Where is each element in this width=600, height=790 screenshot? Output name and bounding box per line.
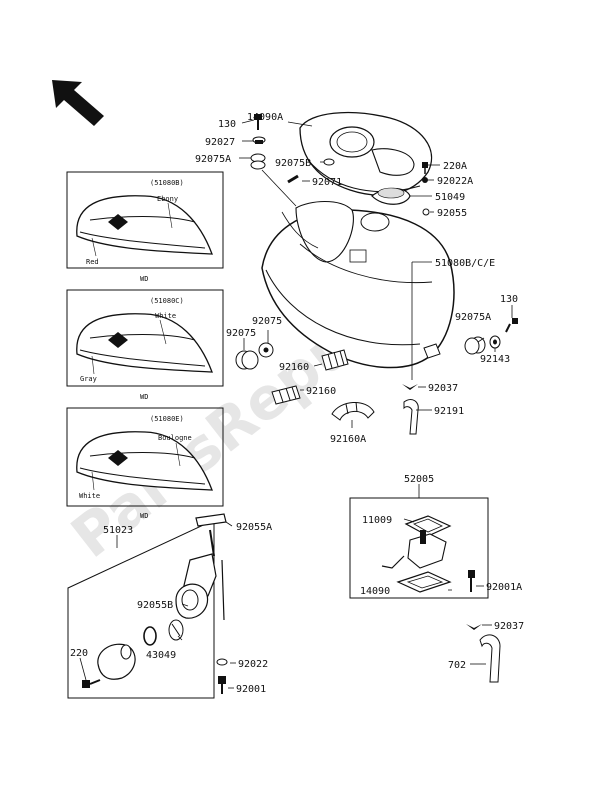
- screw-220A: [422, 162, 428, 174]
- hose-702: [479, 634, 501, 683]
- filter-43049: [168, 619, 184, 641]
- fuel-tank-side-icon: [76, 195, 213, 255]
- label-92075B: 92075B: [275, 158, 311, 169]
- grommet-92075A-right: [464, 336, 486, 355]
- market-code: WD: [140, 393, 148, 401]
- label-92022: 92022: [238, 659, 268, 670]
- damper-92075-right: [258, 342, 274, 358]
- label-92055B: 92055B: [137, 600, 173, 611]
- group-box-51023: [67, 519, 215, 699]
- color-variant-box-51080b: (51080B) Ebony Red: [66, 171, 224, 269]
- label-92037-mid: 92037: [428, 383, 458, 394]
- hose-92191: [403, 399, 419, 435]
- color-variant-box-51080e: (51080E) Boulogne White: [66, 407, 224, 507]
- label-14090: 14090: [360, 586, 390, 597]
- label-92143: 92143: [480, 354, 510, 365]
- instrument-cover-14090A: [299, 111, 433, 196]
- fuel-level-sensor: [381, 530, 447, 569]
- label-702: 702: [448, 660, 466, 671]
- label-92022A: 92022A: [437, 176, 473, 187]
- label-92075-left: 92075: [226, 328, 256, 339]
- screw-92001: [218, 676, 226, 694]
- label-51080: 51080B/C/E: [435, 258, 495, 269]
- variant-color-top: Ebony: [157, 195, 178, 203]
- label-92075-right: 92075: [252, 316, 282, 327]
- label-92027: 92027: [205, 137, 235, 148]
- label-220: 220: [70, 648, 88, 659]
- label-92055: 92055: [437, 208, 467, 219]
- damper-92160-b: [271, 385, 301, 405]
- clip-92037-mid: [402, 384, 418, 390]
- variant-color-bottom: White: [79, 492, 100, 500]
- washer-92027: [252, 136, 266, 144]
- label-92160A: 92160A: [330, 434, 366, 445]
- bolt-130-top: [254, 114, 262, 130]
- variant-color-top: Boulogne: [158, 434, 192, 442]
- leader-lines: [79, 119, 513, 689]
- label-92037-low: 92037: [494, 621, 524, 632]
- bolt-130-right: [505, 318, 518, 333]
- gasket-14090: [396, 571, 452, 593]
- fuel-tank-side-icon: [76, 313, 213, 373]
- damper-92160A: [331, 401, 375, 421]
- label-92075A-top: 92075A: [195, 154, 231, 165]
- clip-92037-low: [466, 624, 482, 630]
- label-92075A-right: 92075A: [455, 312, 491, 323]
- label-52005: 52005: [404, 474, 434, 485]
- fuel-tank-side-icon: [76, 431, 213, 491]
- label-92160-a: 92160: [279, 362, 309, 373]
- label-92001A: 92001A: [486, 582, 522, 593]
- label-92071: 92071: [312, 177, 342, 188]
- label-51049: 51049: [435, 192, 465, 203]
- washer-92022: [216, 658, 228, 666]
- gasket-11009: [404, 515, 452, 537]
- oring-92055B: [143, 626, 157, 646]
- label-43049: 43049: [146, 650, 176, 661]
- collar-92143: [489, 335, 501, 349]
- fuel-tap-assembly: [175, 529, 225, 621]
- tap-lever-plate: [97, 643, 136, 680]
- damper-92075-left: [235, 350, 259, 370]
- cap-51049: [371, 187, 411, 205]
- label-92001: 92001: [236, 684, 266, 695]
- washer-92075B: [323, 158, 335, 166]
- screw-92001A: [468, 570, 475, 592]
- grommet-92075A-top: [250, 153, 266, 170]
- label-14090A: 14090A: [247, 112, 283, 123]
- variant-code: (51080C): [150, 297, 184, 305]
- damper-92160-a: [321, 349, 349, 371]
- variant-code: (51080E): [150, 415, 184, 423]
- label-11009: 11009: [362, 515, 392, 526]
- screw-220: [82, 679, 101, 688]
- label-92055A: 92055A: [236, 522, 272, 533]
- ring-92055: [422, 208, 430, 216]
- label-130-right: 130: [500, 294, 518, 305]
- fuel-tank-51080: [261, 200, 455, 369]
- variant-code: (51080B): [150, 179, 184, 187]
- variant-color-bottom: Gray: [80, 375, 97, 383]
- arrow-up-left-icon: [52, 80, 104, 126]
- part-labels: 130 14090A 92027 92075A 92075B 92071 220…: [70, 112, 524, 695]
- variant-color-top: White: [155, 312, 176, 320]
- label-51023: 51023: [103, 525, 133, 536]
- variant-color-bottom: Red: [86, 258, 99, 266]
- color-variant-box-51080c: (51080C) White Gray: [66, 289, 224, 387]
- gasket-92055A: [195, 513, 227, 527]
- market-code: WD: [140, 512, 148, 520]
- label-130-top: 130: [218, 119, 236, 130]
- label-92160-b: 92160: [306, 386, 336, 397]
- label-92191: 92191: [434, 406, 464, 417]
- bolt-92071: [287, 174, 299, 184]
- nut-92022A: [422, 177, 428, 183]
- label-220A: 220A: [443, 161, 467, 172]
- market-code: WD: [140, 275, 148, 283]
